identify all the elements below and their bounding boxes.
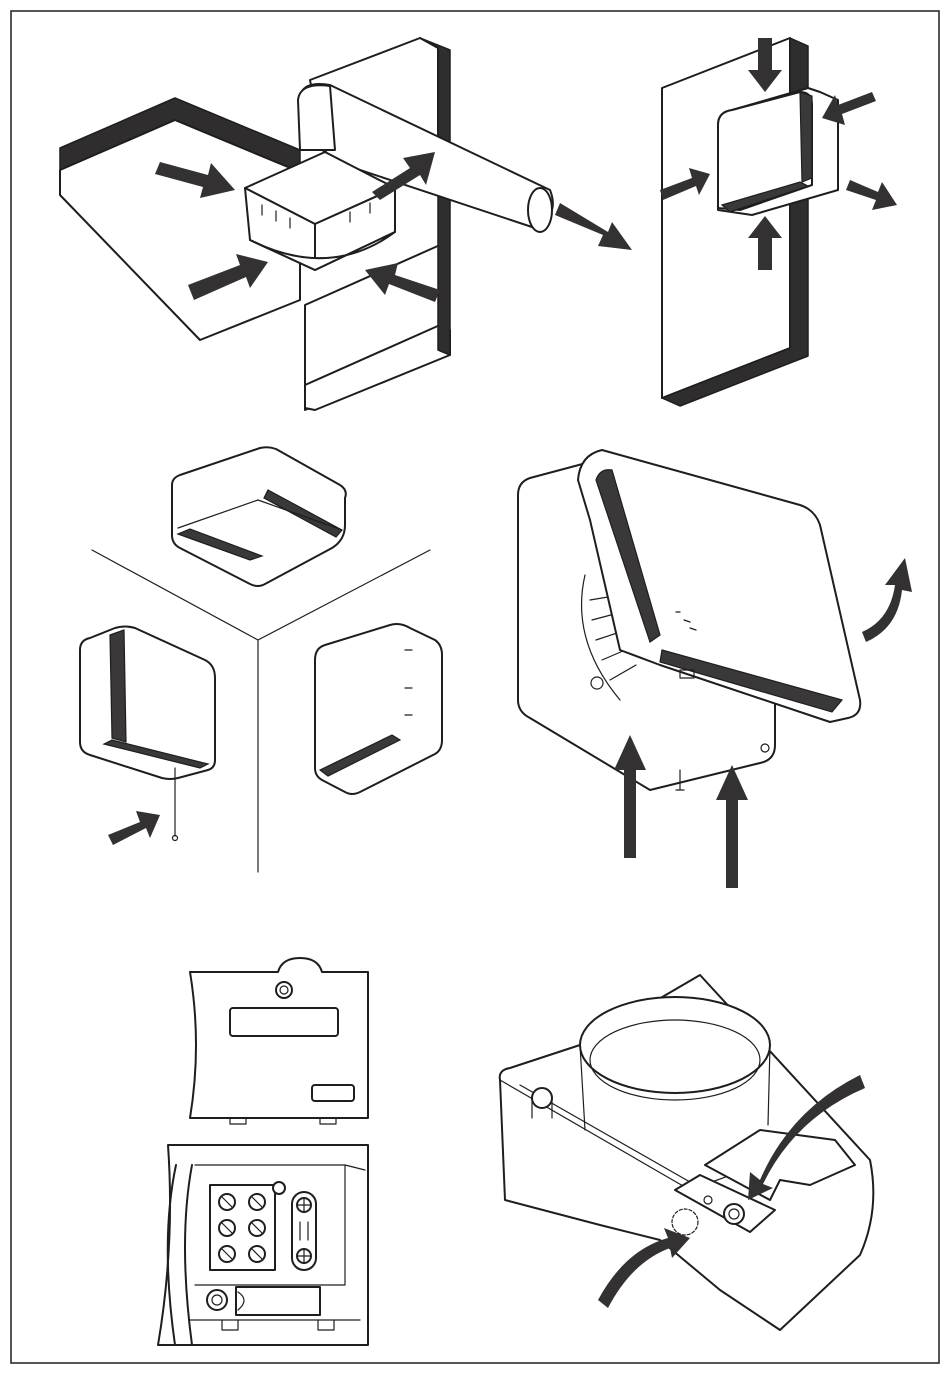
boss-post [532,1088,552,1108]
panel-spigot-fixing-bracket [500,975,874,1330]
panel-terminal-block-wiring [158,958,368,1345]
panel-ceiling-duct-mount [60,38,632,410]
cover-screw [276,982,292,998]
left-wall-fan-unit [80,627,215,780]
arrow-knockout [598,1228,690,1308]
pipe-end [528,188,552,232]
capacitor [236,1287,320,1315]
capacitor-ring [207,1290,227,1310]
cover-label-window [230,1008,338,1036]
pipe-elbow [298,85,335,150]
bracket-screw [724,1204,744,1224]
left-wall-fan-grille [110,630,126,742]
spigot-ring-top [580,997,770,1093]
arrow-pull-cord [108,811,160,845]
panel-corner-mount-options [80,447,442,872]
arrow-wall-right-out [846,180,897,210]
wall-fan-grille [800,92,812,182]
arrow-tilt-open [862,558,912,642]
panel-wall-mount-airflow [660,38,897,406]
arrow-out-pipe [555,203,632,250]
cover-small-window [312,1085,354,1101]
panel-cover-opening [518,450,912,888]
wall-board [662,38,790,398]
base-screw [273,1182,285,1194]
ceiling-fan-unit [172,447,346,586]
arrow-push-right [716,765,748,888]
